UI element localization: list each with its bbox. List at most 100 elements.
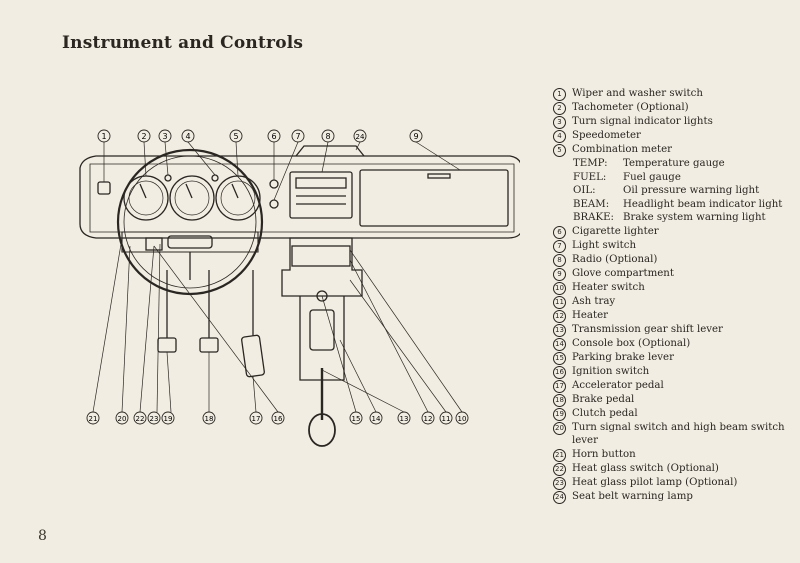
callout-14: 14 (369, 411, 383, 425)
glove-compartment (359, 169, 509, 227)
legend-text: Parking brake lever (572, 351, 674, 363)
callout-7: 7 (291, 129, 305, 143)
horn-button (167, 235, 213, 249)
svg-text:10: 10 (458, 415, 467, 423)
legend-text: Accelerator pedal (572, 379, 664, 391)
radio (289, 171, 353, 219)
legend-number: 1 (553, 88, 566, 101)
top-callouts: 1 2 3 4 5 6 7 8 24 9 (97, 129, 423, 143)
callout-4: 4 (181, 129, 195, 143)
svg-text:14: 14 (372, 415, 381, 423)
legend-text: Tachometer (Optional) (572, 102, 689, 113)
callout-22: 22 (133, 411, 147, 425)
legend-text: Seat belt warning lamp (572, 490, 693, 502)
callout-12: 12 (421, 411, 435, 425)
svg-text:2: 2 (141, 132, 146, 141)
sub-key: TEMP: (573, 158, 608, 169)
combination-meter-table: TEMP:Temperature gauge FUEL:Fuel gauge O… (573, 157, 793, 225)
legend-item: 20 Turn signal switch and high beam switc… (553, 421, 793, 448)
legend-item: 19 Clutch pedal (553, 407, 793, 421)
legend-text: Clutch pedal (572, 407, 638, 419)
legend-number: 8 (553, 253, 566, 267)
legend-number: 18 (553, 393, 566, 407)
svg-text:13: 13 (400, 415, 409, 423)
legend-text: Speedometer (572, 130, 641, 141)
svg-text:6: 6 (271, 132, 276, 141)
legend-number: 21 (553, 448, 566, 462)
callout-8: 8 (321, 129, 335, 143)
sub-value: Fuel gauge (623, 171, 681, 183)
legend-number: 5 (553, 144, 566, 157)
sub-key: FUEL: (573, 171, 607, 183)
sub-value: Headlight beam indicator light (623, 198, 783, 210)
legend-text: Combination meter (572, 144, 672, 155)
callout-16: 16 (271, 411, 285, 425)
callout-19: 19 (161, 411, 175, 425)
brake-pedal (199, 337, 219, 353)
callout-17: 17 (249, 411, 263, 425)
callout-13: 13 (397, 411, 411, 425)
svg-text:20: 20 (118, 415, 127, 423)
legend-text: Horn button (572, 448, 636, 460)
svg-text:4: 4 (185, 132, 190, 141)
svg-text:19: 19 (164, 415, 173, 423)
svg-text:15: 15 (352, 415, 361, 423)
legend-item: 17 Accelerator pedal (553, 379, 793, 393)
svg-text:3: 3 (162, 132, 167, 141)
legend-text: Glove compartment (572, 267, 674, 279)
legend-text: Ash tray (572, 295, 616, 307)
legend-text: Heater switch (572, 281, 645, 293)
callout-6: 6 (267, 129, 281, 143)
legend-number: 19 (553, 407, 566, 421)
svg-text:8: 8 (325, 132, 330, 141)
legend-text: Light switch (572, 239, 637, 251)
legend-number: 6 (553, 225, 566, 239)
wiper-switch (97, 181, 111, 195)
legend-text: Turn signal switch and high beam switch … (572, 421, 785, 447)
cigarette-lighter (269, 179, 279, 189)
legend-text: Heater (572, 309, 608, 321)
svg-text:12: 12 (424, 415, 433, 423)
legend-text: Wiper and washer switch (572, 88, 703, 99)
callout-10: 10 (455, 411, 469, 425)
dashboard-diagram: 1 2 3 4 5 6 7 8 24 9 21 20 22 23 19 18 1… (79, 129, 520, 447)
accelerator-pedal (241, 334, 265, 378)
callout-24: 24 (353, 129, 367, 143)
legend-item: 2 Tachometer (Optional) (553, 101, 793, 115)
legend-text: Ignition switch (572, 365, 650, 377)
sub-key: BRAKE: (573, 212, 614, 223)
legend-number: 2 (553, 102, 566, 115)
page-title: Instrument and Controls (62, 33, 304, 53)
legend-number: 15 (553, 351, 566, 365)
legend-number: 9 (553, 267, 566, 281)
bottom-callouts: 21 20 22 23 19 18 17 16 15 14 13 12 11 1… (86, 411, 469, 425)
sub-row: BEAM:Headlight beam indicator light (573, 198, 793, 212)
sub-key: OIL: (573, 185, 596, 196)
legend-item: 15 Parking brake lever (553, 351, 793, 365)
sub-value: Brake system warning light (623, 212, 766, 223)
dashboard-outline (79, 155, 520, 239)
svg-text:21: 21 (89, 415, 98, 423)
legend-list: 1 Wiper and washer switch 2 Tachometer (Op… (553, 87, 793, 504)
callout-1: 1 (97, 129, 111, 143)
legend-number: 17 (553, 379, 566, 393)
callout-11: 11 (439, 411, 453, 425)
legend-number: 11 (553, 295, 566, 309)
svg-text:23: 23 (150, 415, 159, 423)
callout-2: 2 (137, 129, 151, 143)
legend-text: Turn signal indicator lights (572, 116, 713, 127)
legend-number: 14 (553, 337, 566, 351)
legend-item: 21 Horn button (553, 448, 793, 462)
legend-number: 20 (553, 421, 566, 435)
legend-number: 22 (553, 462, 566, 476)
